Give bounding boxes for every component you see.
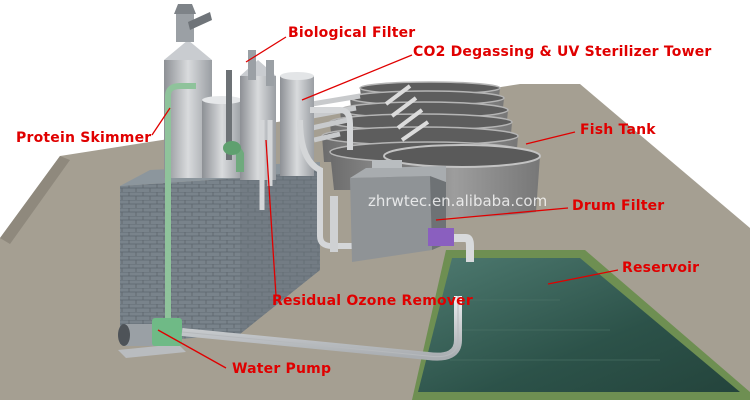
watermark-text: zhrwtec.en.alibaba.com — [368, 192, 548, 210]
label-co2-degassing-uv-tower: CO2 Degassing & UV Sterilizer Tower — [413, 44, 712, 60]
brick-base — [120, 162, 320, 344]
label-residual-ozone-remover: Residual Ozone Remover — [272, 293, 473, 309]
protein-skimmer-unit — [164, 4, 242, 178]
label-water-pump: Water Pump — [232, 361, 332, 377]
leader-drum-filter — [435, 207, 569, 221]
leader-lines — [151, 36, 619, 369]
label-fish-tank: Fish Tank — [580, 122, 656, 138]
green-pipe — [165, 83, 244, 330]
leader-co2-tower — [301, 54, 413, 101]
label-drum-filter: Drum Filter — [572, 198, 665, 214]
tank-inlet-valves — [384, 84, 430, 142]
drum-filter-unit — [350, 160, 474, 262]
water-pump-unit — [118, 296, 462, 361]
leader-reservoir — [547, 269, 619, 285]
leader-water-pump — [157, 329, 227, 369]
fish-tank-row — [311, 81, 541, 217]
reservoir-pool — [412, 250, 750, 400]
leader-ozone-remover — [265, 139, 277, 297]
leader-protein-skimmer — [151, 107, 171, 136]
label-reservoir: Reservoir — [622, 260, 700, 276]
leader-fish-tank — [525, 131, 576, 145]
ozone-remover-pipes — [259, 107, 353, 252]
label-biological-filter: Biological Filter — [288, 25, 416, 41]
label-protein-skimmer: Protein Skimmer — [16, 130, 152, 146]
leader-biological-filter — [245, 36, 287, 63]
